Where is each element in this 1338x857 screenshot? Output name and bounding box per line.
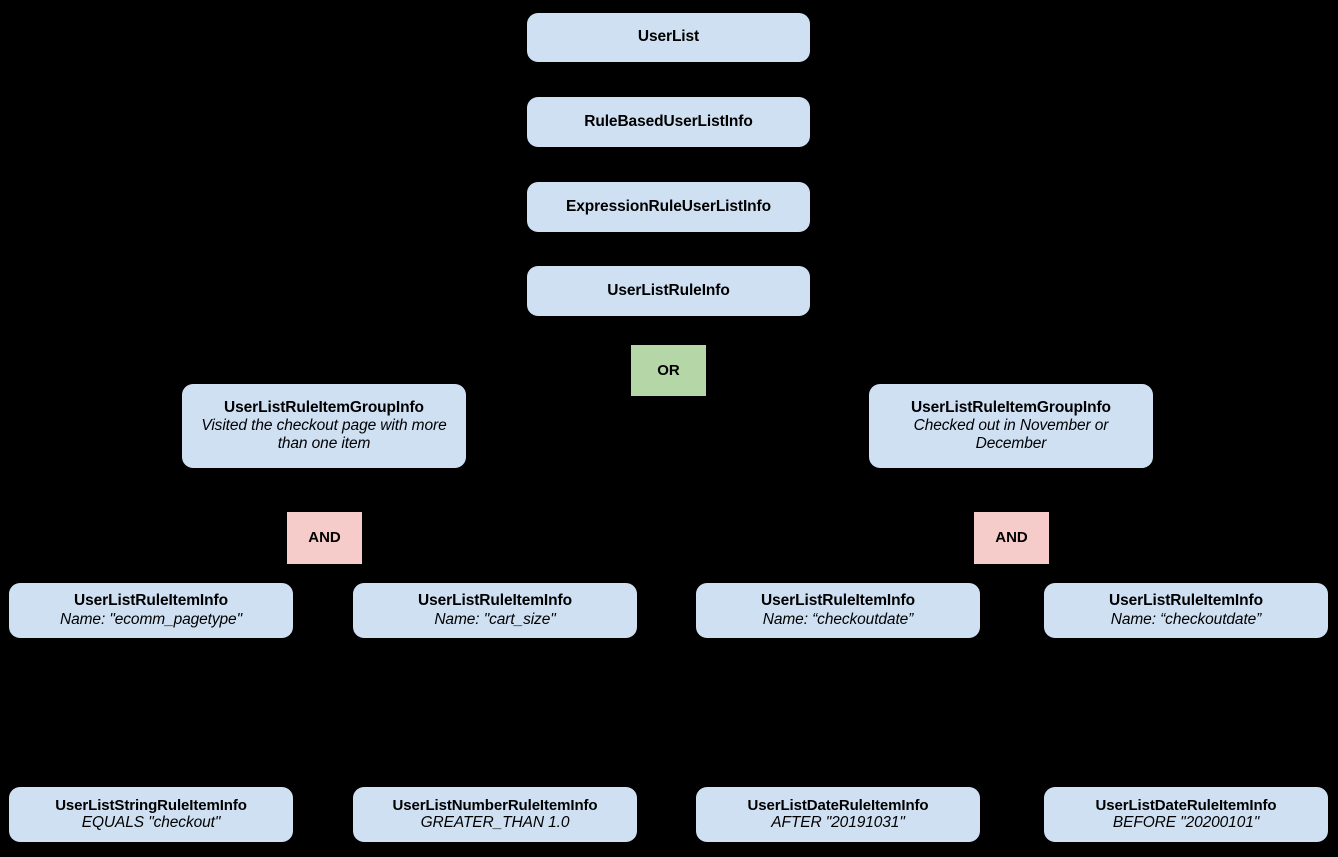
node-title: UserListStringRuleItemInfo <box>55 796 247 814</box>
node-group-right[interactable]: UserListRuleItemGroupInfo Checked out in… <box>869 384 1153 468</box>
node-subtitle: BEFORE "20200101" <box>1112 814 1260 832</box>
node-or-operator[interactable]: OR <box>631 345 706 396</box>
node-subtitle: GREATER_THAN 1.0 <box>420 814 570 832</box>
node-user-list[interactable]: UserList <box>527 13 810 62</box>
node-expression-rule-user-list-info[interactable]: ExpressionRuleUserListInfo <box>527 182 810 232</box>
node-title: UserList <box>637 28 700 46</box>
node-title: UserListRuleItemInfo <box>761 592 915 610</box>
node-title: UserListRuleItemInfo <box>418 592 572 610</box>
node-title: UserListRuleItemInfo <box>74 592 228 610</box>
node-rule-item-3[interactable]: UserListRuleItemInfo Name: “checkoutdate… <box>696 583 980 638</box>
node-user-list-rule-info[interactable]: UserListRuleInfo <box>527 266 810 316</box>
node-title: UserListDateRuleItemInfo <box>1095 796 1277 814</box>
edge-and-right-to-item4 <box>1047 537 1187 584</box>
node-leaf-date-rule-after[interactable]: UserListDateRuleItemInfo AFTER "20191031… <box>696 787 980 842</box>
node-title: UserListNumberRuleItemInfo <box>392 796 598 814</box>
node-group-left[interactable]: UserListRuleItemGroupInfo Visited the ch… <box>182 384 466 468</box>
edge-and-left-to-item2 <box>361 537 496 584</box>
operator-label: AND <box>995 529 1028 547</box>
node-title: ExpressionRuleUserListInfo <box>566 197 771 215</box>
node-subtitle: Name: "ecomm_pagetype" <box>60 610 242 628</box>
node-rule-item-1[interactable]: UserListRuleItemInfo Name: "ecomm_pagety… <box>9 583 293 638</box>
node-leaf-number-rule[interactable]: UserListNumberRuleItemInfo GREATER_THAN … <box>353 787 637 842</box>
node-and-operator-left[interactable]: AND <box>287 512 362 564</box>
node-title: UserListDateRuleItemInfo <box>747 796 929 814</box>
node-and-operator-right[interactable]: AND <box>974 512 1049 564</box>
node-title: UserListRuleItemGroupInfo <box>911 398 1111 416</box>
edge-and-right-to-item3 <box>837 537 976 584</box>
node-leaf-string-rule[interactable]: UserListStringRuleItemInfo EQUALS "check… <box>9 787 293 842</box>
node-subtitle: Visited the checkout page with more than… <box>201 417 447 453</box>
node-title: UserListRuleItemInfo <box>1109 592 1263 610</box>
node-subtitle: EQUALS "checkout" <box>81 814 221 832</box>
node-rule-item-4[interactable]: UserListRuleItemInfo Name: “checkoutdate… <box>1044 583 1328 638</box>
node-rule-based-user-list-info[interactable]: RuleBasedUserListInfo <box>527 97 810 147</box>
node-title: UserListRuleInfo <box>607 281 730 299</box>
node-subtitle: Name: “checkoutdate” <box>1110 610 1262 628</box>
operator-label: OR <box>657 361 680 379</box>
node-subtitle: Name: "cart_size" <box>434 610 556 628</box>
operator-label: AND <box>308 529 341 547</box>
node-subtitle: AFTER "20191031" <box>771 814 905 832</box>
node-rule-item-2[interactable]: UserListRuleItemInfo Name: "cart_size" <box>353 583 637 638</box>
edge-and-left-to-item1 <box>150 537 293 584</box>
node-leaf-date-rule-before[interactable]: UserListDateRuleItemInfo BEFORE "2020010… <box>1044 787 1328 842</box>
node-subtitle: Checked out in November or December <box>913 417 1109 453</box>
node-title: UserListRuleItemGroupInfo <box>224 398 424 416</box>
node-title: RuleBasedUserListInfo <box>584 112 753 130</box>
node-subtitle: Name: “checkoutdate” <box>762 610 914 628</box>
